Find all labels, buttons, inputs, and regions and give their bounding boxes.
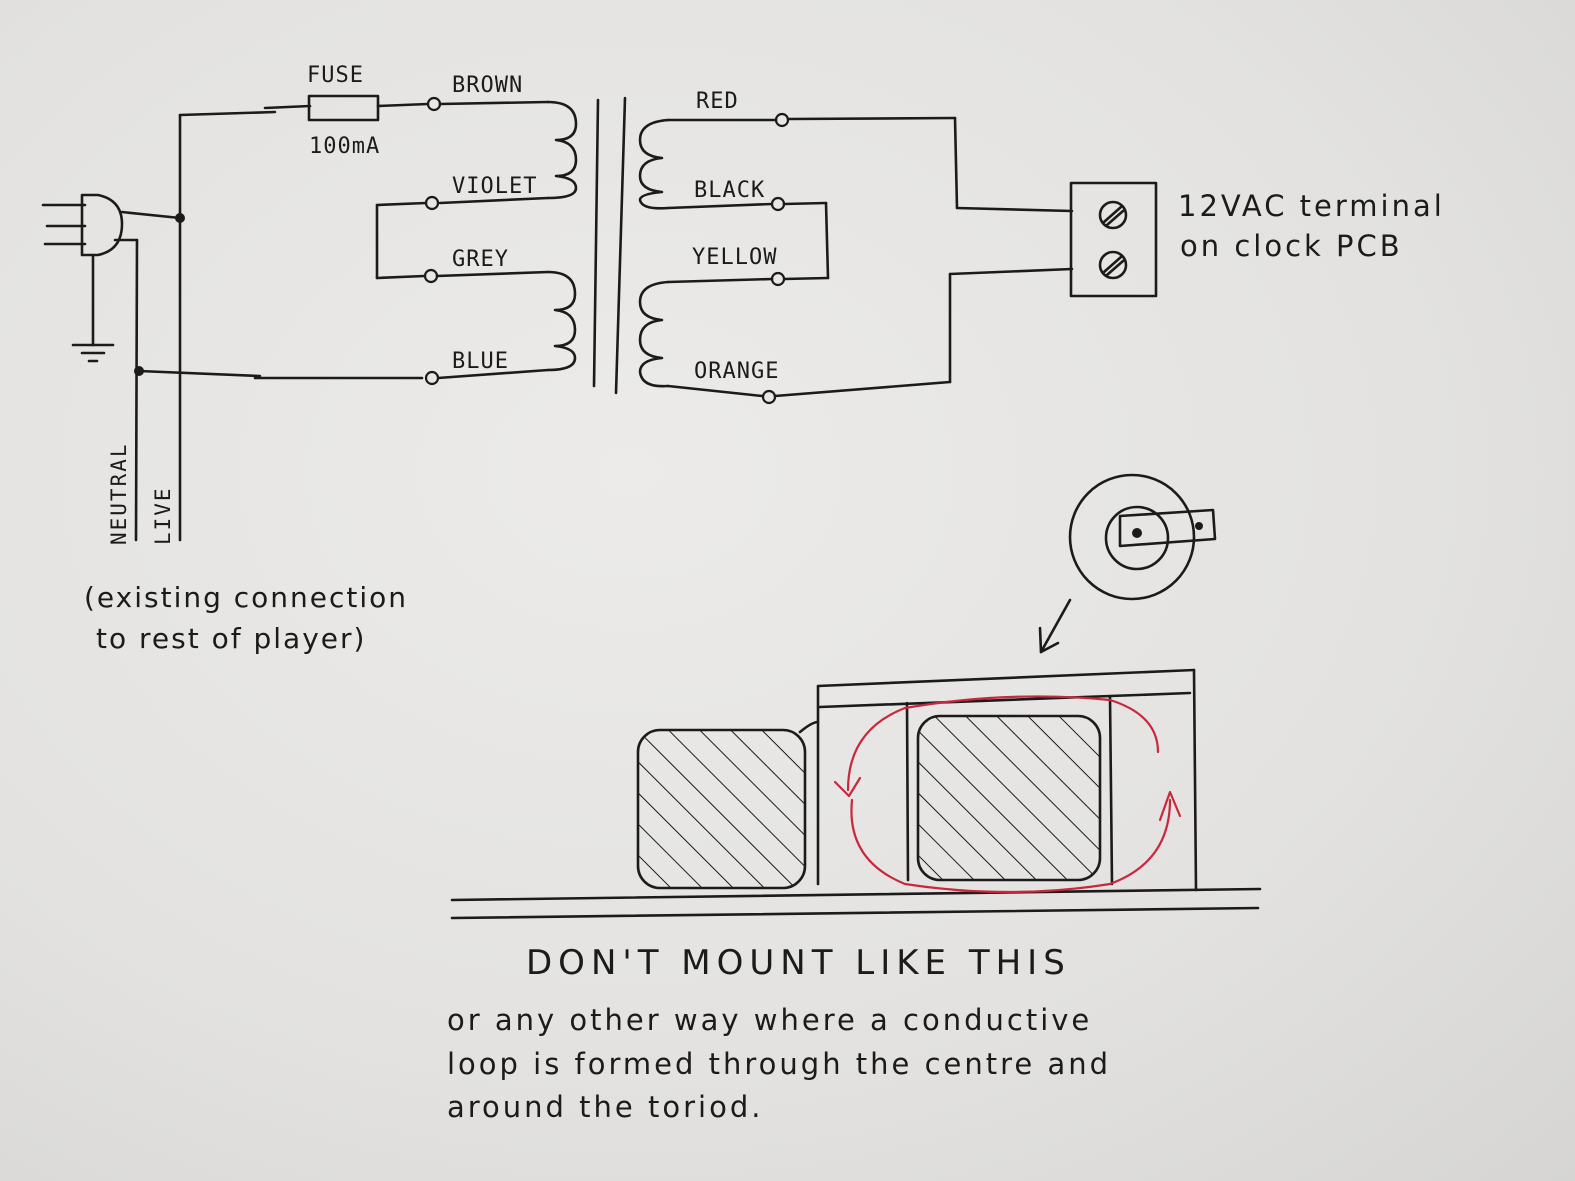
live-label: LIVE [151,486,175,545]
terminal-label-line1: 12VAC terminal [1178,189,1445,223]
terminal-label-line2: on clock PCB [1180,229,1403,263]
ground-icon [71,253,115,363]
existing-connection-line2: to rest of player) [96,622,366,655]
grey-label: GREY [452,247,509,272]
primary-winding-2 [423,268,577,386]
brown-label: BROWN [452,73,523,98]
secondary-winding-2 [638,271,786,405]
left-toroid-section [636,720,820,890]
fuse-icon [307,94,430,122]
toroid-top-view-icon [1068,473,1217,601]
conductive-loop-arrows [833,695,1182,894]
secondary-link-wire [782,201,830,281]
right-toroid-section [916,714,1102,882]
fuse-label: FUSE [307,63,364,88]
primary-winding-1 [424,96,578,211]
black-label: BLACK [694,178,765,203]
neutral-wire [113,238,424,542]
fuse-rating-label: 100mA [309,134,380,159]
yellow-label: YELLOW [692,245,777,270]
arrow-down-left-icon [1038,598,1072,654]
red-label: RED [696,89,739,114]
blue-label: BLUE [452,349,509,374]
warning-line3: around the toriod. [447,1090,763,1124]
violet-label: VIOLET [452,174,537,199]
neutral-label: NEUTRAL [107,442,131,545]
mounting-base [450,887,1262,920]
existing-connection-line1: (existing connection [84,581,408,614]
transformer-core [592,96,627,395]
orange-label: ORANGE [694,359,779,384]
warning-line1: or any other way where a conductive [447,1003,1092,1037]
warning-line2: loop is formed through the centre and [447,1047,1111,1081]
mains-plug-icon [41,193,124,257]
terminal-block-icon [1069,181,1158,298]
mounting-bracket [816,668,1198,892]
live-wire [120,104,312,542]
output-wires [773,116,1074,398]
primary-link-wire [375,201,428,280]
warning-title: DON'T MOUNT LIKE THIS [526,943,1071,983]
